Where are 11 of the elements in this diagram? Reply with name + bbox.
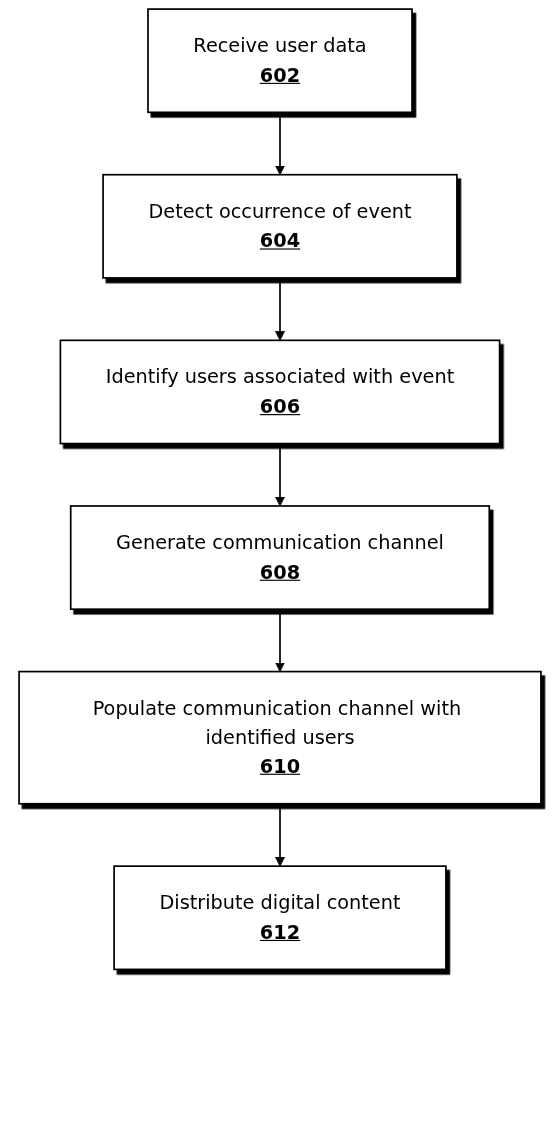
arrow <box>275 111 285 176</box>
node-box: Detect occurrence of event 604 <box>102 173 458 279</box>
arrow <box>275 802 285 867</box>
node-box: Generate communication channel 608 <box>69 505 491 611</box>
node-box: Distribute digital content 612 <box>113 865 447 971</box>
node-box: Receive user data 602 <box>147 8 413 114</box>
arrow <box>275 277 285 341</box>
arrow <box>275 442 285 507</box>
node-box: Identify users associated with event 606 <box>59 339 501 445</box>
arrow <box>275 608 285 673</box>
node-box: Populate communication channel with identified users 610 <box>18 670 542 805</box>
